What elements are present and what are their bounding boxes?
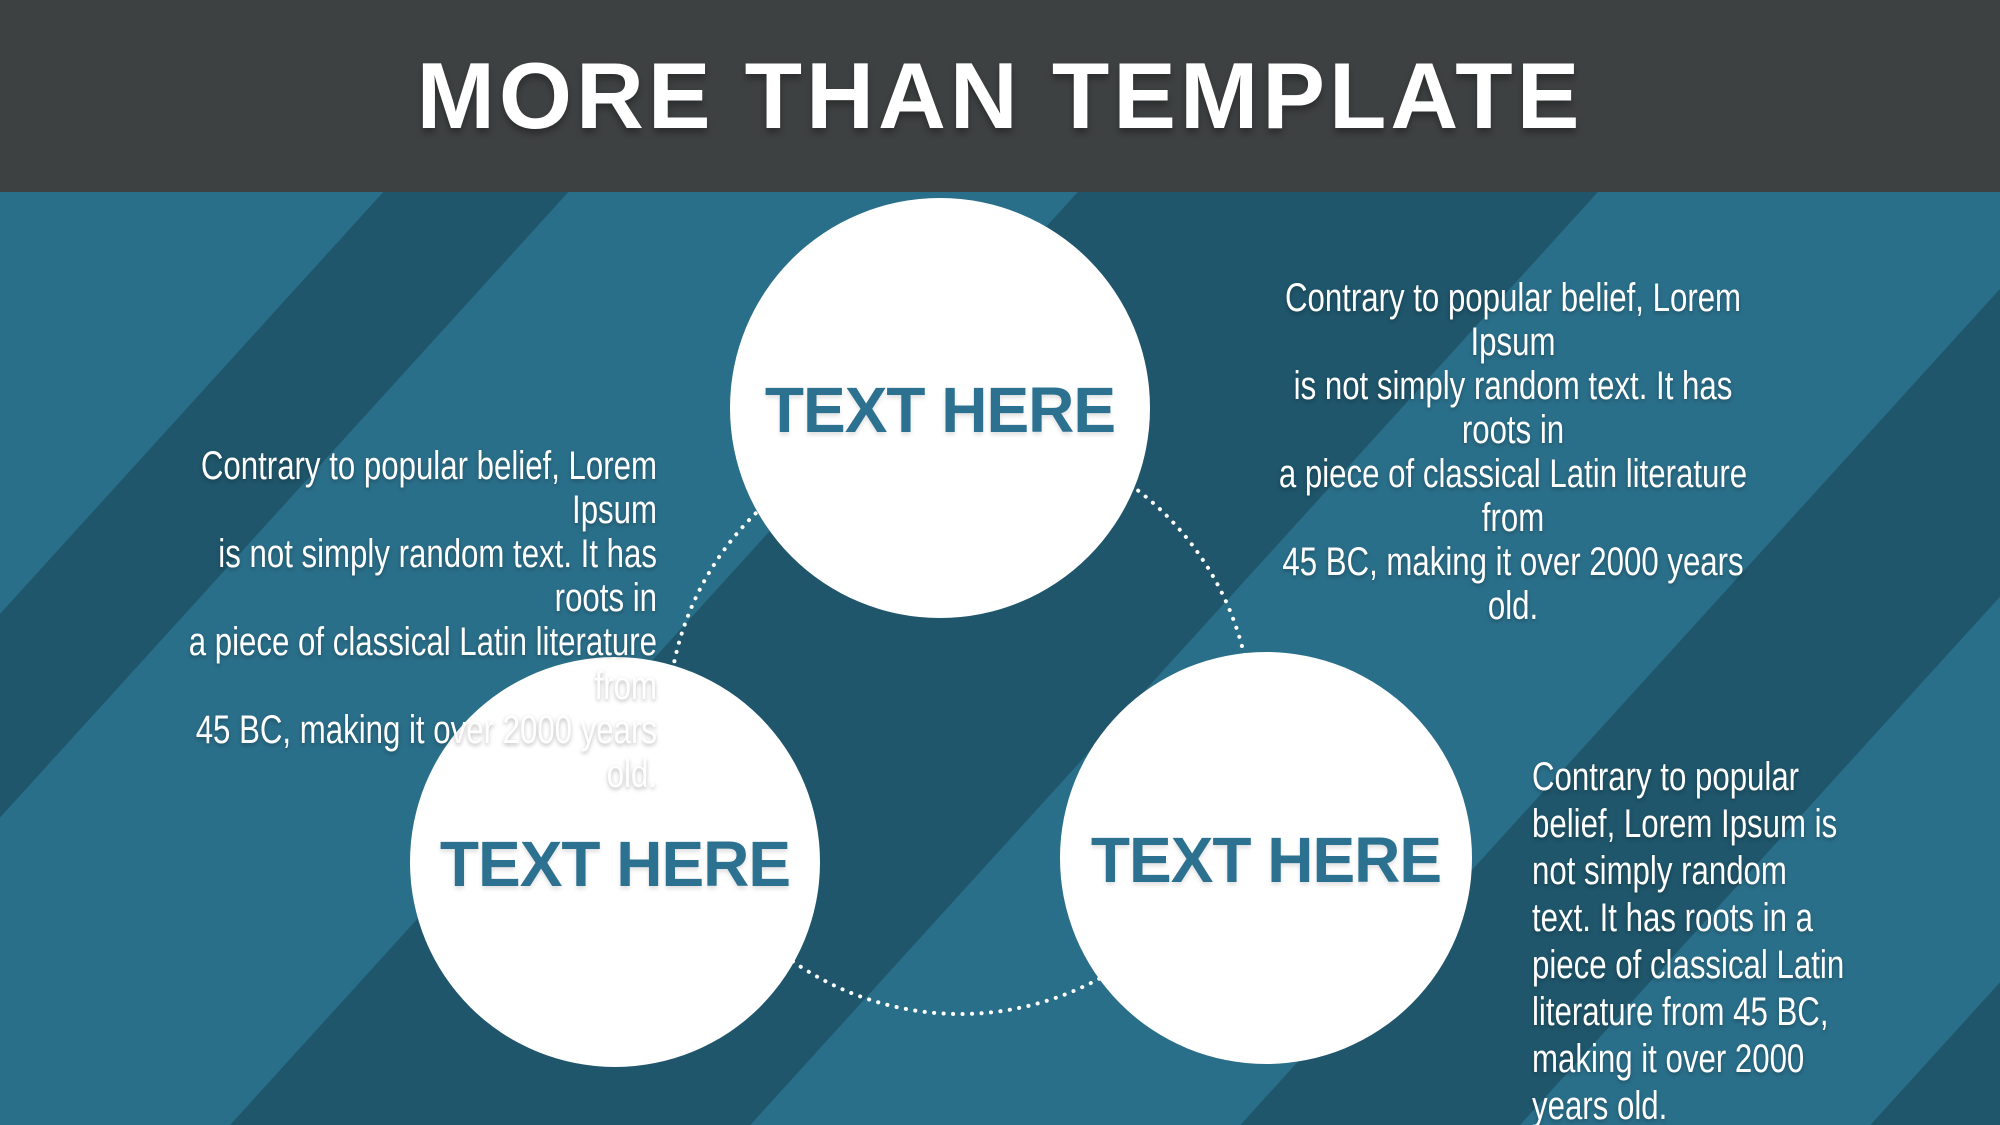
paragraph-top-right: Contrary to popular belief, Lorem Ipsum … xyxy=(1278,276,1748,628)
paragraph-left: Contrary to popular belief, Lorem Ipsum … xyxy=(188,444,657,796)
title-bar: MORE THAN TEMPLATE xyxy=(0,0,2000,192)
paragraph-bottom-right: Contrary to popular belief, Lorem Ipsum … xyxy=(1532,755,1845,1125)
circle-top xyxy=(730,198,1150,618)
slide-title: MORE THAN TEMPLATE xyxy=(416,43,1584,148)
circle-bottom-left xyxy=(410,657,820,1067)
diagonal-stripe xyxy=(1240,288,2000,1125)
circle-bottom-right-label: TEXT HERE xyxy=(1090,824,1442,896)
circle-bottom-left-label: TEXT HERE xyxy=(439,828,791,900)
circle-top-label: TEXT HERE xyxy=(764,374,1116,446)
circle-bottom-right xyxy=(1060,652,1472,1064)
